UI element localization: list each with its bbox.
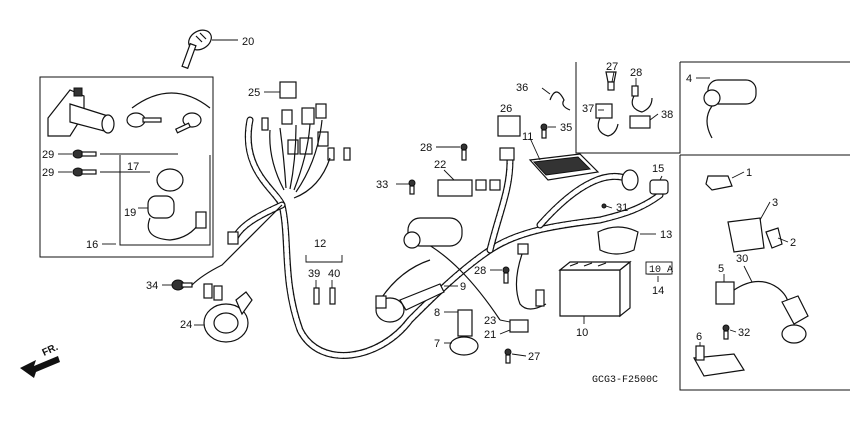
callout-3: 3 [772,197,778,209]
callout-14: 14 [652,285,664,297]
ignition-coil-icon [703,79,757,139]
callout-13: 13 [660,229,672,241]
callout-27-a: 27 [606,61,618,73]
callout-8: 8 [434,307,440,319]
key-cylinder-box [119,155,211,246]
callout-9: 9 [460,281,466,293]
callout-28-b: 28 [420,142,432,154]
callout-10: 10 [576,327,588,339]
callout-12: 12 [314,238,326,250]
callout-21: 21 [484,329,496,341]
bolt-icon [171,279,193,291]
coil-center-icon [403,217,463,249]
callout-5: 5 [718,263,724,275]
horn-icon [203,283,253,343]
relay-connectors-icon [261,81,351,161]
callout-15: 15 [652,163,664,175]
harness-connectors-icon [227,231,387,309]
key-icon [181,29,212,70]
callout-22: 22 [434,159,446,171]
handle-switch-icon [47,87,115,137]
screw-icon [72,149,97,177]
callout-34: 34 [146,280,158,292]
regulator-icon [437,179,501,197]
callout-40: 40 [328,268,340,280]
callout-23: 23 [484,315,496,327]
fuse-label-box [645,261,673,275]
front-arrow-icon [20,356,60,378]
relay-13-icon [597,169,639,255]
battery-cable-icon [509,243,547,333]
right-lower-box [679,155,850,391]
direction-label: FR. [41,342,60,359]
fuse-label: 10 A [649,265,673,276]
callout-19: 19 [124,207,136,219]
callout-37: 37 [582,103,594,115]
sensor-box [575,62,681,154]
callout-11: 11 [522,131,533,143]
callout-17: 17 [127,161,139,173]
ignition-switch-box [39,76,214,258]
callout-38: 38 [661,109,673,121]
sensor-parts-icon [549,71,653,137]
callout-27-b: 27 [528,351,540,363]
callout-24: 24 [180,319,192,331]
right-lower-parts-icon [693,175,809,377]
battery-icon [558,260,632,318]
callout-29-a: 29 [42,149,54,161]
bolt-small-icons [408,123,607,364]
grommet-icon [449,309,479,356]
cdi-unit-icon [528,153,600,181]
callout-7: 7 [434,338,440,350]
diagram-code: GCG3-F2500C [592,375,658,386]
callout-28-c: 28 [474,265,486,277]
callout-1: 1 [746,167,752,179]
callout-36: 36 [516,82,528,94]
callout-16: 16 [86,239,98,251]
fuse-icon [313,287,336,305]
callout-31: 31 [616,202,628,214]
callout-39: 39 [308,268,320,280]
key-cylinder-icon [147,168,207,241]
callout-6: 6 [696,331,702,343]
callout-30: 30 [736,253,748,265]
callout-32: 32 [738,327,750,339]
callout-labels: 20 25 29 29 17 19 16 12 39 40 34 24 36 2… [42,36,796,363]
callout-33: 33 [376,179,388,191]
callout-2: 2 [790,237,796,249]
callout-25: 25 [248,87,260,99]
callout-20: 20 [242,36,254,48]
callout-28-a: 28 [630,67,642,79]
callout-35: 35 [560,122,572,134]
callout-4: 4 [686,73,692,85]
relay-26-icon [497,115,521,161]
callout-26: 26 [500,103,512,115]
callout-29-b: 29 [42,167,54,179]
key-pair-icon [126,92,211,134]
connector-15-icon [649,179,669,195]
